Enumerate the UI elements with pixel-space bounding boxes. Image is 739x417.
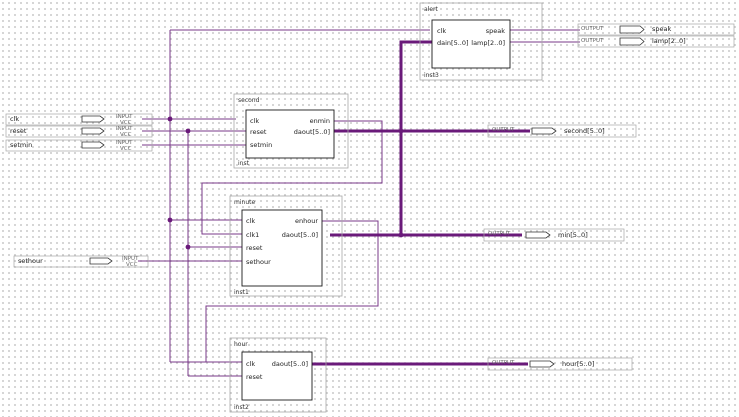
alert-port-speak: speak bbox=[486, 27, 505, 35]
junction-min-bus bbox=[398, 232, 404, 238]
svg-text:OUTPUT: OUTPUT bbox=[581, 38, 604, 44]
block-minute-title: minute bbox=[234, 199, 255, 206]
block-hour[interactable]: hour clk reset daout[5..0] inst2 bbox=[229, 337, 327, 413]
junctions bbox=[167, 116, 404, 250]
svg-text:VCC: VCC bbox=[120, 132, 132, 138]
bus-to-alert bbox=[399, 40, 432, 235]
buses bbox=[312, 40, 530, 366]
wires bbox=[138, 29, 580, 377]
svg-text:OUTPUT: OUTPUT bbox=[492, 360, 515, 366]
block-second[interactable]: second clk reset setmin enmin daout[5..0… bbox=[233, 93, 349, 169]
minute-port-sethour: sethour bbox=[246, 258, 271, 266]
block-alert[interactable]: alert clk dain[5..0] speak lamp[2..0] in… bbox=[419, 2, 543, 81]
junction-clk bbox=[167, 116, 173, 122]
input-pin-clk[interactable]: clk INPUT VCC bbox=[5, 113, 153, 126]
output-pin-min[interactable]: OUTPUT min[5..0] bbox=[483, 228, 625, 242]
second-port-clk: clk bbox=[250, 117, 259, 125]
wire-enhour bbox=[205, 220, 379, 362]
block-minute[interactable]: minute clk clk1 reset sethour enhour dao… bbox=[229, 195, 343, 297]
input-reset-label: reset bbox=[10, 127, 27, 135]
hour-port-daout: daout[5..0] bbox=[272, 360, 308, 368]
block-second-title: second bbox=[238, 97, 260, 104]
input-pin-sethour[interactable]: sethour INPUT VCC bbox=[13, 255, 149, 268]
output-min-label: min[5..0] bbox=[558, 231, 588, 239]
hour-port-clk: clk bbox=[246, 360, 255, 368]
input-pin-setmin[interactable]: setmin INPUT VCC bbox=[5, 139, 153, 152]
block-hour-inst: inst2 bbox=[234, 404, 249, 411]
junction-clk-minute bbox=[167, 217, 173, 223]
block-alert-inst: inst3 bbox=[424, 72, 439, 79]
output-lamp-label: lamp[2..0] bbox=[652, 37, 686, 45]
svg-text:INPUT: INPUT bbox=[116, 114, 133, 120]
minute-port-clk: clk bbox=[246, 217, 255, 225]
output-second-label: second[5..0] bbox=[564, 127, 605, 135]
output-speak-label: speak bbox=[652, 25, 671, 33]
input-clk-label: clk bbox=[10, 115, 19, 123]
output-hour-label: hour[5..0] bbox=[562, 360, 594, 368]
alert-port-dain: dain[5..0] bbox=[437, 39, 469, 47]
alert-port-clk: clk bbox=[437, 27, 446, 35]
block-hour-title: hour bbox=[234, 341, 248, 348]
svg-text:INPUT: INPUT bbox=[116, 140, 133, 146]
output-pin-lamp[interactable]: OUTPUT lamp[2..0] bbox=[577, 35, 735, 48]
minute-port-enhour: enhour bbox=[295, 217, 318, 225]
wire-enmin bbox=[201, 120, 383, 235]
svg-text:VCC: VCC bbox=[120, 146, 132, 152]
alert-port-lamp: lamp[2..0] bbox=[471, 39, 505, 47]
svg-text:INPUT: INPUT bbox=[116, 126, 133, 132]
block-second-inst: inst bbox=[238, 160, 250, 167]
junction-reset-minute bbox=[185, 244, 191, 250]
output-pin-second[interactable]: OUTPUT second[5..0] bbox=[487, 124, 637, 138]
svg-text:OUTPUT: OUTPUT bbox=[581, 26, 604, 32]
svg-text:OUTPUT: OUTPUT bbox=[492, 127, 515, 133]
output-pin-speak[interactable]: OUTPUT speak bbox=[577, 23, 735, 36]
output-pin-hour[interactable]: OUTPUT hour[5..0] bbox=[487, 357, 633, 371]
second-port-setmin: setmin bbox=[250, 141, 272, 149]
svg-text:OUTPUT: OUTPUT bbox=[488, 231, 511, 237]
minute-port-reset: reset bbox=[246, 244, 263, 252]
minute-port-clk1: clk1 bbox=[246, 231, 259, 239]
hour-port-reset: reset bbox=[246, 373, 263, 381]
junction-reset bbox=[185, 128, 191, 134]
second-port-reset: reset bbox=[250, 128, 267, 136]
block-minute-inst: inst1 bbox=[234, 289, 249, 296]
svg-text:VCC: VCC bbox=[120, 120, 132, 126]
minute-port-daout: daout[5..0] bbox=[282, 231, 318, 239]
block-alert-title: alert bbox=[424, 6, 439, 13]
second-port-daout: daout[5..0] bbox=[294, 128, 330, 136]
svg-text:INPUT: INPUT bbox=[122, 256, 139, 262]
svg-text:VCC: VCC bbox=[126, 262, 138, 268]
junction-second-bus bbox=[398, 128, 404, 134]
input-pin-reset[interactable]: reset INPUT VCC bbox=[5, 125, 153, 138]
input-sethour-label: sethour bbox=[18, 257, 43, 265]
input-setmin-label: setmin bbox=[10, 141, 32, 149]
second-port-enmin: enmin bbox=[310, 117, 330, 125]
